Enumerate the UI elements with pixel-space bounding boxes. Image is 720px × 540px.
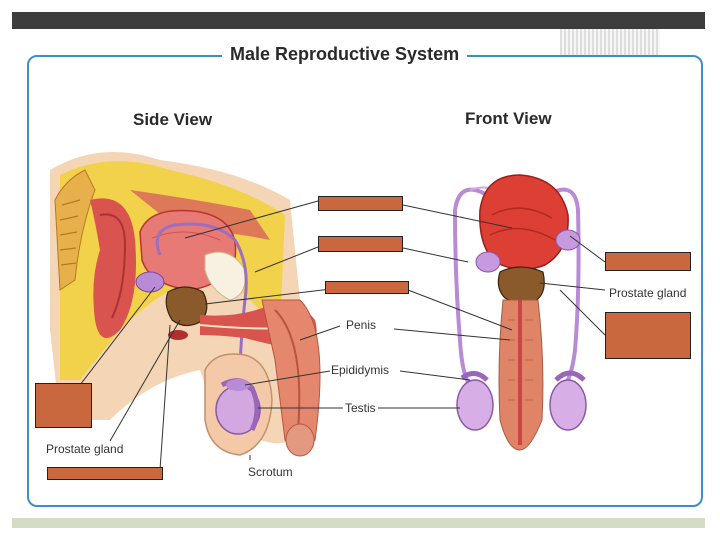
pubic-bone-icon (204, 251, 246, 301)
label-penis: Penis (346, 318, 377, 332)
label-testis: Testis (345, 401, 376, 415)
label-epididymis: Epididymis (331, 363, 390, 377)
vertebra-lines-icon (59, 199, 81, 266)
side-view-anatomy (50, 152, 321, 457)
answer-box-seminal-vesicle (605, 252, 691, 271)
front-prostate-icon (497, 266, 545, 304)
title-wrap: Male Reproductive System (222, 44, 468, 65)
front-vas-deferens-right (538, 187, 581, 387)
answer-box-side-left (35, 383, 92, 428)
answer-box-vas-deferens (318, 236, 403, 252)
label-prostate-gland-side: Prostate gland (46, 442, 124, 456)
front-epididymis-left-icon (460, 371, 489, 382)
side-glans-icon (285, 423, 315, 457)
leader-lines (79, 200, 606, 471)
front-view-heading: Front View (465, 109, 552, 128)
seminal-vesicle-icon (135, 271, 165, 293)
side-view-heading: Side View (133, 110, 213, 129)
front-testis-right-icon (549, 379, 587, 431)
slide-top-bar (12, 12, 705, 29)
sacrum-icon (54, 169, 96, 291)
answer-box-bladder (318, 196, 403, 211)
answer-box-front-lower (605, 312, 691, 359)
answer-box-urethra (325, 281, 409, 294)
front-seminal-vesicle-right (555, 229, 581, 251)
label-prostate-gland-front: Prostate gland (609, 286, 687, 300)
decorative-stripes (560, 29, 660, 55)
label-scrotum: Scrotum (248, 465, 293, 479)
figure-title: Male Reproductive System (230, 44, 460, 64)
slide-bottom-bar (12, 518, 705, 528)
front-testis-left-icon (456, 379, 494, 431)
front-epididymis-right-icon (554, 370, 586, 382)
front-seminal-vesicle-left (475, 251, 501, 273)
answer-box-side-bottom (47, 467, 163, 480)
front-vas-deferens-left (452, 187, 497, 387)
front-view-anatomy (452, 174, 587, 451)
